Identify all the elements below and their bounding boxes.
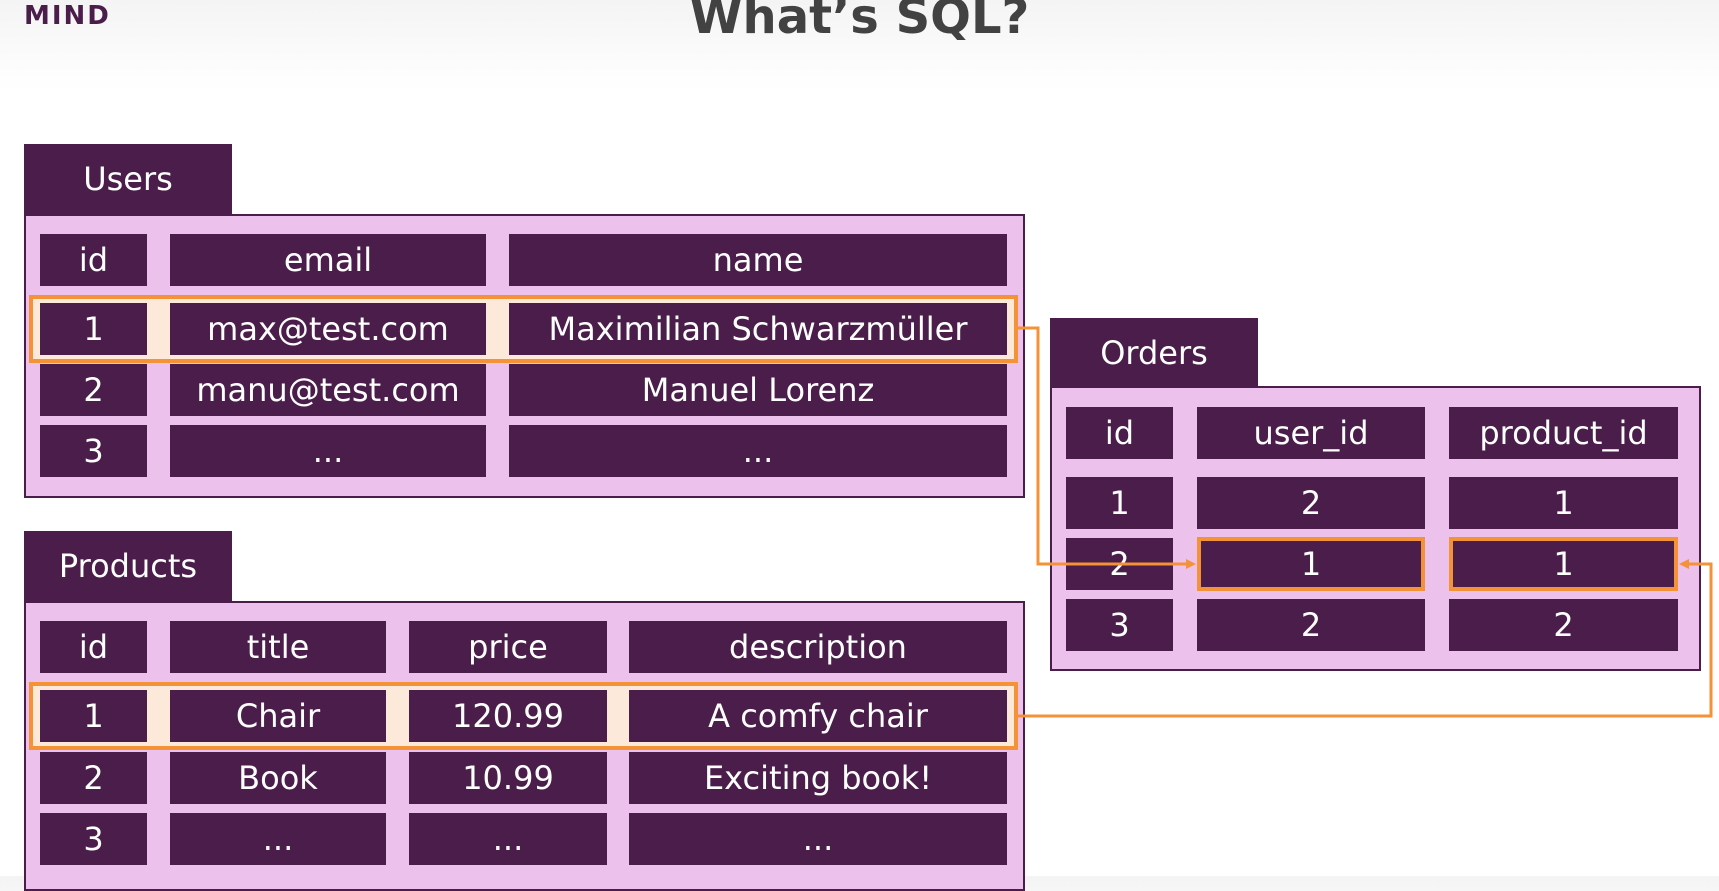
users-cell: Maximilian Schwarzmüller [509,303,1007,355]
products-cell: Exciting book! [629,752,1007,804]
products-cell: ... [409,813,607,865]
users-header-id: id [40,234,147,286]
slide-title: What’s SQL? [689,0,1030,45]
orders-cell-user-id-highlighted: 1 [1197,537,1425,591]
users-cell: Manuel Lorenz [509,364,1007,416]
products-header-price: price [409,621,607,673]
users-cell: ... [170,425,486,477]
orders-cell: 1 [1449,477,1678,529]
products-cell: ... [170,813,386,865]
products-cell: 2 [40,752,147,804]
products-cell: Book [170,752,386,804]
products-cell: 120.99 [409,690,607,742]
orders-cell: 2 [1449,599,1678,651]
users-cell: 1 [40,303,147,355]
orders-cell: 2 [1197,599,1425,651]
products-table-tab: Products [24,531,232,601]
users-header-name: name [509,234,1007,286]
products-header-id: id [40,621,147,673]
brand-logo: MIND [24,1,111,31]
users-cell: manu@test.com [170,364,486,416]
users-table-tab: Users [24,144,232,214]
orders-cell-product-id-highlighted: 1 [1449,537,1678,591]
users-cell: 2 [40,364,147,416]
orders-cell: 3 [1066,599,1173,651]
products-cell: ... [629,813,1007,865]
products-cell: A comfy chair [629,690,1007,742]
products-cell: 1 [40,690,147,742]
orders-table-tab: Orders [1050,318,1258,388]
products-cell: 10.99 [409,752,607,804]
products-cell: Chair [170,690,386,742]
orders-cell: 1 [1066,477,1173,529]
products-header-title: title [170,621,386,673]
orders-cell: 2 [1066,538,1173,590]
users-cell: max@test.com [170,303,486,355]
orders-header-id: id [1066,407,1173,459]
orders-cell: 2 [1197,477,1425,529]
users-header-email: email [170,234,486,286]
products-header-description: description [629,621,1007,673]
users-cell: ... [509,425,1007,477]
orders-header-user-id: user_id [1197,407,1425,459]
users-cell: 3 [40,425,147,477]
orders-header-product-id: product_id [1449,407,1678,459]
products-cell: 3 [40,813,147,865]
